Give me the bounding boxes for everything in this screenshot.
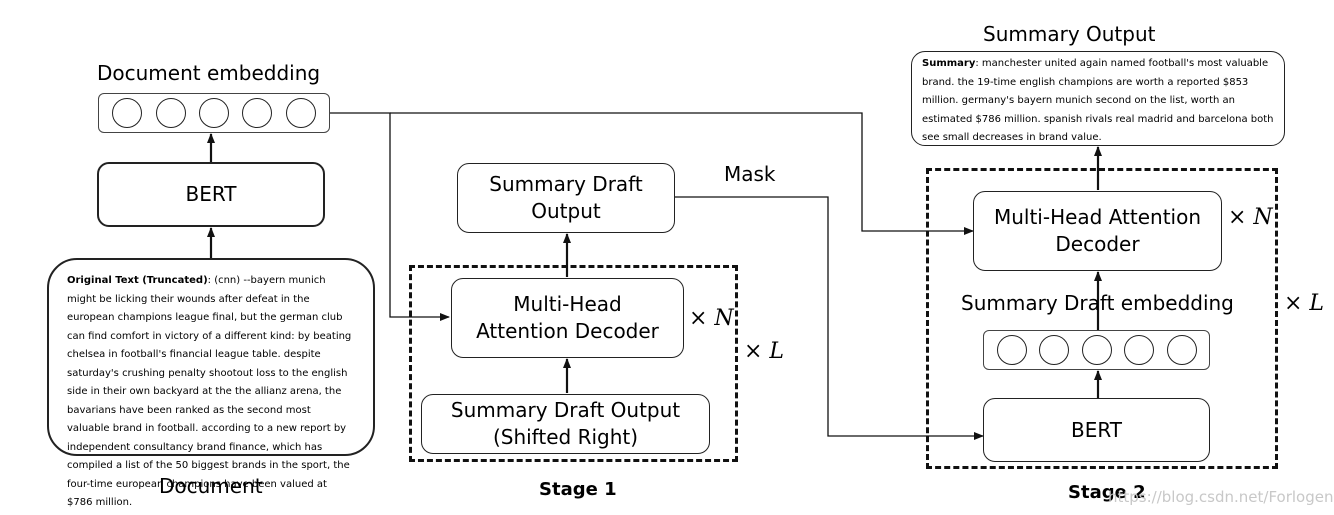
embedding-node [198, 98, 229, 128]
summary-text-heading: Summary [922, 58, 976, 69]
decoder2-repeat-n: × N [1228, 205, 1273, 230]
stage2-label: Stage 2 [1068, 482, 1146, 503]
decoder2-label: Multi-Head Attention Decoder [993, 205, 1202, 256]
stage2-repeat-block [926, 168, 1278, 469]
embedding-node [1124, 335, 1154, 365]
original-text-body: : (cnn) --bayern munich might be licking… [67, 275, 352, 508]
embedding-node [155, 98, 186, 128]
summary-output-label: Summary Output [983, 22, 1156, 46]
decoder1-label: Multi-Head Attention Decoder [476, 292, 659, 343]
arrow-embedding-to-decoder2 [390, 112, 974, 235]
summary-text-content: Summary: manchester united again named f… [922, 55, 1274, 148]
embedding-node [1081, 335, 1112, 365]
summary-draft-output-box: Summary Draft Output [457, 163, 675, 233]
document-embedding-label: Document embedding [97, 61, 321, 85]
stage1-label: Stage 1 [539, 479, 617, 500]
bert-right-box: BERT [983, 398, 1210, 462]
summary-text-box: Summary: manchester united again named f… [911, 51, 1285, 146]
decoder1-repeat-n: × N [689, 306, 734, 331]
stage1-repeat-block [409, 265, 738, 462]
summary-draft-embedding-vector [983, 330, 1210, 370]
embedding-node [285, 98, 316, 128]
original-text-heading: Original Text (Truncated) [67, 275, 208, 286]
arrow-embedding-to-decoder1 [330, 112, 450, 321]
embedding-node [1166, 335, 1197, 365]
bert-left-box: BERT [97, 162, 325, 227]
embedding-node [112, 98, 143, 128]
document-embedding-vector [98, 93, 330, 133]
shifted-output-box: Summary Draft Output (Shifted Right) [421, 394, 710, 454]
stage1-repeat-l: × L [744, 339, 785, 364]
decoder1-box: Multi-Head Attention Decoder [451, 278, 684, 358]
summary-text-body: : manchester united again named football… [922, 58, 1274, 143]
watermark: https://blog.csdn.net/Forlogen [1108, 488, 1334, 506]
mask-label: Mask [724, 162, 776, 186]
bert-right-label: BERT [1070, 417, 1122, 442]
summary-draft-output-label: Summary Draft Output [489, 172, 643, 223]
summary-draft-embedding-label: Summary Draft embedding [961, 291, 1234, 315]
original-text-content: Original Text (Truncated): (cnn) --bayer… [67, 272, 355, 513]
document-label: Document [159, 474, 263, 498]
original-text-box: Original Text (Truncated): (cnn) --bayer… [47, 258, 375, 508]
embedding-node [242, 98, 273, 128]
embedding-node [996, 335, 1027, 365]
bert-left-label: BERT [185, 182, 237, 206]
stage2-repeat-l: × L [1284, 291, 1325, 316]
embedding-node [1039, 335, 1069, 365]
arrow-draft-to-bert-right [675, 196, 984, 440]
decoder2-box: Multi-Head Attention Decoder [973, 191, 1222, 271]
shifted-output-label: Summary Draft Output (Shifted Right) [450, 398, 681, 449]
